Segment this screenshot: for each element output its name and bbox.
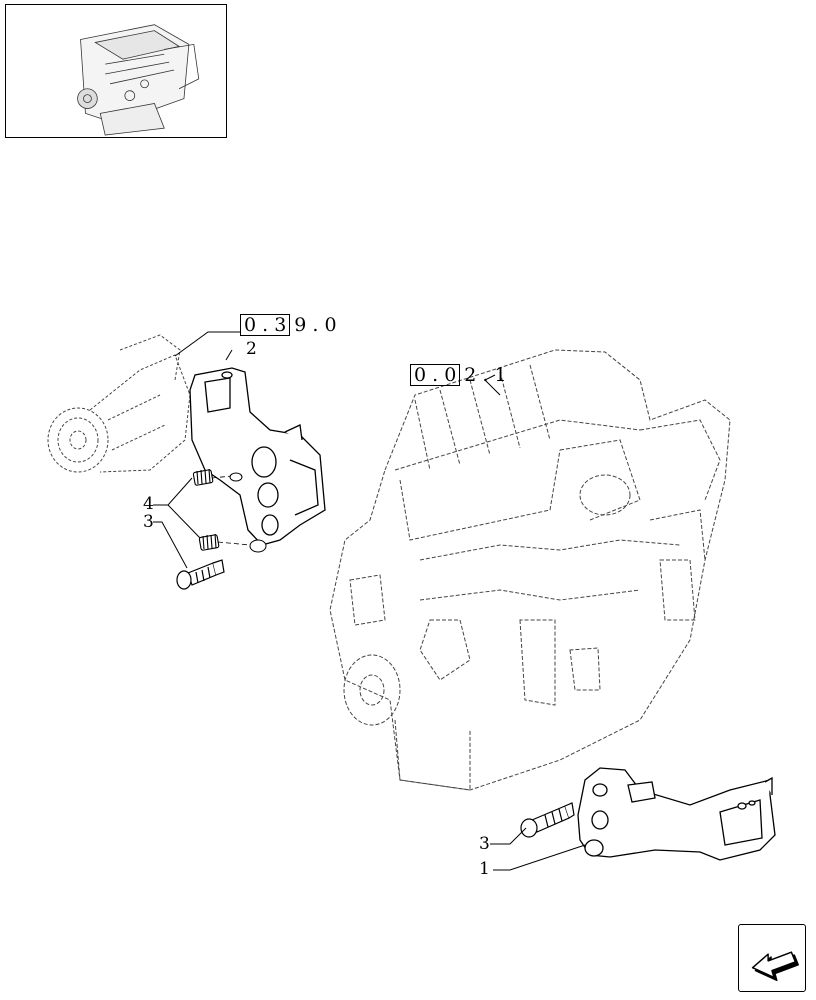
leader-lines — [153, 331, 586, 871]
lower-bracket — [577, 767, 776, 861]
reference-boxed: 0 . 0 — [410, 364, 461, 386]
callout-1: 1 — [479, 859, 490, 879]
upper-bracket — [189, 367, 326, 546]
previous-page-button[interactable] — [738, 924, 806, 992]
stud-lower — [198, 533, 220, 551]
reference-boxed: 0 . 3 — [240, 314, 291, 336]
engine-thumbnail[interactable] — [5, 4, 227, 138]
compressor-outline — [47, 334, 191, 473]
reference-rest: 2 . 1 — [464, 364, 507, 386]
bolt-lower — [520, 802, 575, 838]
callout-2: 2 — [246, 339, 257, 359]
stud-axis-lines — [211, 475, 251, 546]
callout-3: 3 — [143, 512, 154, 532]
engine-outline — [329, 349, 731, 791]
engine-thumbnail-icon — [77, 24, 200, 136]
bolt-upper — [176, 559, 225, 590]
callout-3-lower: 3 — [479, 834, 490, 854]
previous-page-arrow-icon — [751, 951, 799, 982]
callout-4: 4 — [143, 494, 154, 514]
reference-rest: 9 . 0 — [294, 314, 337, 336]
stud-upper — [192, 468, 214, 486]
